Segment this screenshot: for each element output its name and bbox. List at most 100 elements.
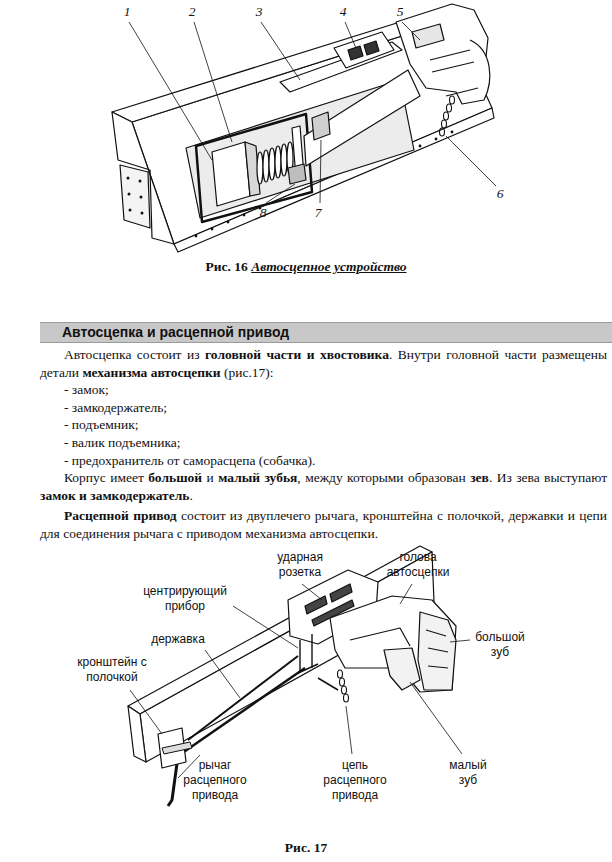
- body-text: большой: [148, 470, 202, 485]
- coupler-head-part: [384, 648, 420, 690]
- rivets-part: [435, 138, 438, 141]
- part-label: ударная розетка: [268, 550, 332, 580]
- leader-line-part: [346, 706, 352, 754]
- callout-number: 3: [251, 4, 267, 20]
- part-label: державка: [138, 632, 218, 647]
- coupler-head-part: [330, 584, 352, 602]
- chain: [338, 670, 349, 702]
- leader-line-part: [266, 184, 295, 203]
- draft-gear-part: [269, 148, 275, 180]
- body-text: Корпус имеет: [64, 470, 144, 485]
- coupler-head-part: [350, 628, 410, 646]
- leader-line-part: [320, 140, 321, 203]
- coupler-top-parts-part: [456, 40, 490, 104]
- body-text: (рис.17):: [224, 365, 274, 380]
- part-label: голова автосцепки: [381, 550, 455, 580]
- uncoupling-drive-part: [318, 678, 338, 690]
- paragraph: Расцепной привод состоит из двуплечего р…: [40, 507, 607, 542]
- leader-line: [130, 584, 470, 778]
- center-sill-part: [120, 165, 150, 228]
- draft-gear-part: [275, 146, 281, 178]
- figure-caption: Рис. 17: [246, 840, 366, 856]
- rivets-part: [195, 235, 198, 238]
- body-text: - замкодержатель;: [64, 400, 167, 415]
- body-text: - предохранитель от саморасцепа (собачка…: [64, 453, 315, 468]
- coupler-top-parts-part: [348, 46, 363, 60]
- uncoupling-drive-part: [178, 668, 305, 756]
- paragraph: Корпус имеет большой и малый зубья, межд…: [40, 469, 607, 504]
- uncoupling-chain-part: [442, 120, 447, 128]
- leader-line-part: [205, 650, 240, 698]
- part-label: малый зуб: [443, 758, 493, 788]
- body-text: .: [189, 488, 192, 503]
- leader-line-part: [194, 22, 232, 142]
- leader-line-part: [130, 690, 162, 734]
- coupler-top-parts-part: [364, 41, 379, 55]
- rivets: [127, 131, 454, 238]
- leader-line-part: [410, 682, 462, 754]
- draft-gear-part: [304, 70, 420, 166]
- body-text: замок и замкодержатель: [40, 488, 189, 503]
- rivets-part: [419, 145, 422, 148]
- rivets-part: [127, 177, 130, 180]
- draft-gear-part: [257, 152, 263, 184]
- rivets-part: [243, 214, 246, 217]
- body-text: зев: [470, 470, 489, 485]
- draft-gear: [196, 70, 420, 222]
- chain-part: [338, 670, 343, 678]
- uncoupling-drive-part: [188, 656, 298, 740]
- uncoupling-chain-part: [444, 112, 449, 120]
- draft-gear-part: [288, 164, 306, 184]
- section-band: Автосцепка и расцепной привод: [40, 322, 612, 343]
- coupler-top-parts-part: [430, 50, 474, 72]
- chain-part: [344, 694, 349, 702]
- paragraph: - валик подъемника;: [40, 434, 607, 452]
- coupler-top-parts: [280, 4, 490, 104]
- body-text: Расцепной привод: [64, 508, 177, 523]
- body-text: - валик подъемника;: [64, 435, 181, 450]
- rivets-part: [128, 193, 131, 196]
- uncoupling-chain-part: [446, 88, 478, 96]
- paragraph: - замок;: [40, 381, 607, 399]
- callout-number: 1: [119, 4, 135, 20]
- callout-number: 7: [310, 205, 326, 221]
- body-text: . Из зева выступают: [489, 470, 607, 485]
- paragraph: - подъемник;: [40, 416, 607, 434]
- paragraph: - замкодержатель;: [40, 399, 607, 417]
- leader-line: [129, 22, 496, 203]
- coupler-head-part: [418, 612, 456, 690]
- part-label: центрирующий прибор: [140, 584, 230, 614]
- coupler-head: [288, 570, 456, 692]
- draft-gear-part: [312, 112, 330, 140]
- body-text-block: Автосцепка состоит из головной части и х…: [40, 346, 607, 543]
- centering-device-part: [311, 634, 312, 668]
- callout-number: 8: [255, 205, 271, 221]
- paragraph: - предохранитель от саморасцепа (собачка…: [40, 452, 607, 470]
- paragraph: Автосцепка состоит из головной части и х…: [40, 346, 607, 381]
- uncoupling-chain-part: [450, 96, 455, 104]
- rivets-part: [227, 221, 230, 224]
- uncoupling-chain-part: [440, 128, 445, 136]
- section-heading: Автосцепка и расцепной привод: [62, 324, 606, 341]
- center-sill-part: [128, 706, 146, 762]
- rivets-part: [140, 196, 143, 199]
- rivets-part: [141, 212, 144, 215]
- body-text: малый зубья: [218, 470, 297, 485]
- body-text: - замок;: [64, 382, 109, 397]
- callout-number: 5: [392, 4, 408, 20]
- coupler-top-parts-part: [412, 24, 444, 48]
- coupler-head-part: [330, 596, 456, 692]
- body-text: механизма автосцепки: [82, 365, 220, 380]
- draft-gear-part: [212, 142, 250, 206]
- callout-number: 6: [492, 186, 508, 202]
- body-text: головной части и хвостовика: [205, 347, 389, 362]
- rivets-part: [139, 180, 142, 183]
- figure-caption: Рис. 16 Автосцепное устройство: [0, 259, 612, 275]
- uncoupling-drive-part: [162, 742, 192, 754]
- uncoupling-chain: [440, 88, 479, 136]
- centering-device-part: [299, 640, 300, 672]
- leader-line-part: [402, 22, 420, 40]
- uncoupling-drive: [158, 656, 338, 806]
- uncoupling-chain-part: [447, 104, 452, 112]
